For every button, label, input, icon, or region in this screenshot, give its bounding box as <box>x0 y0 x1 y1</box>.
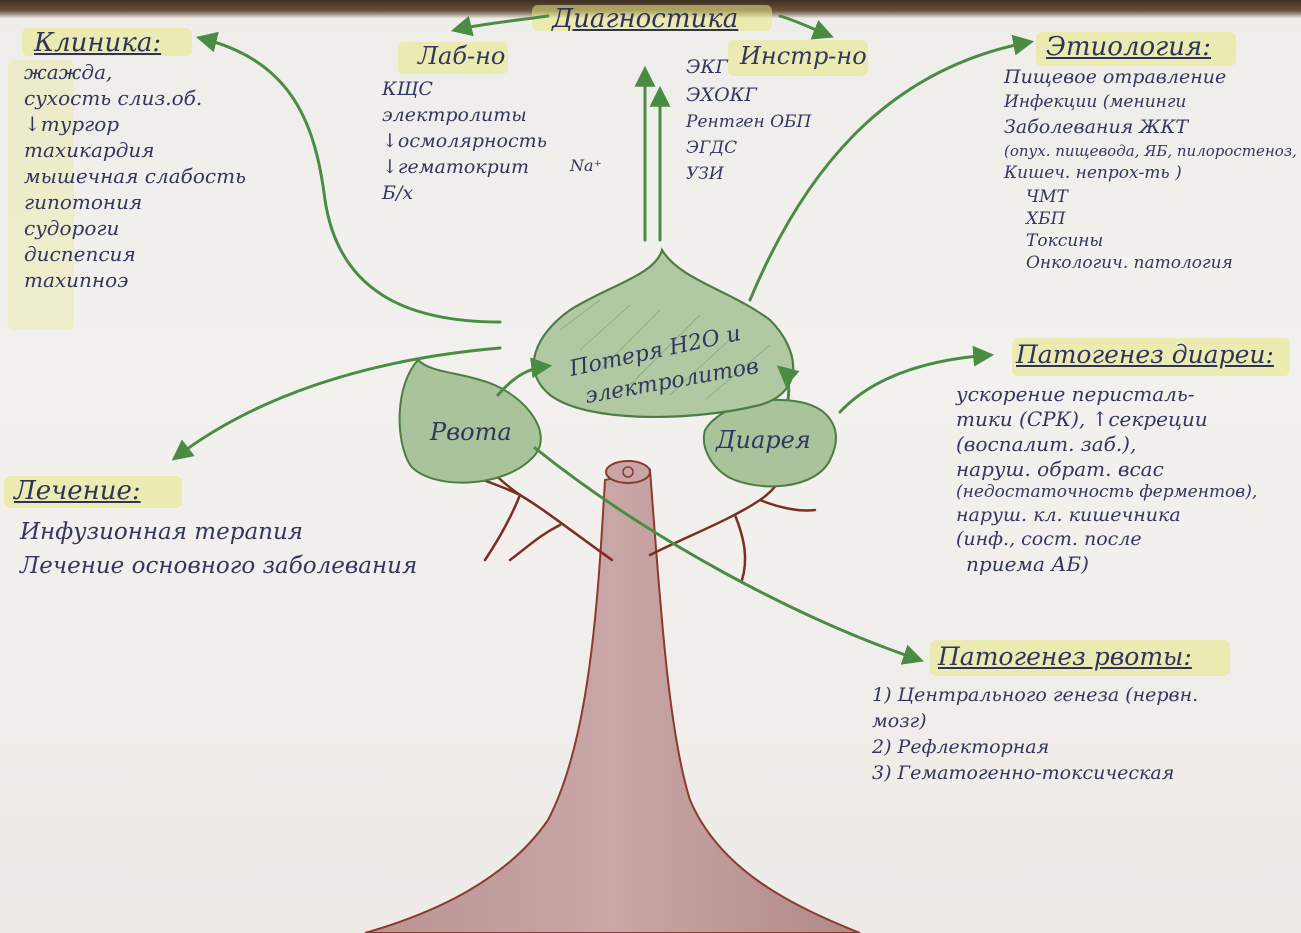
lab-item: Б/х <box>382 181 414 204</box>
diagnostics-highlight <box>532 5 772 31</box>
diarrhea-line: (воспалит. заб.), <box>956 432 1137 456</box>
instr-list: ЭКГ ЭХОКГ Рентген ОБП ЭГДС УЗИ <box>686 56 812 184</box>
clinic-item: судороги <box>24 216 120 240</box>
diarrhea-line: тики (СРК), ↑секреции <box>956 407 1208 431</box>
diagnostics-title: Диагностика <box>552 4 739 34</box>
arrow-vomiting-to-center <box>496 357 553 397</box>
arrow-to-vomiting-pathogenesis <box>533 446 924 665</box>
clinic-item: диспепсия <box>24 242 136 266</box>
clinic-title: Клиника: <box>34 28 162 58</box>
diarrhea-line: (инф., сост. после <box>956 527 1142 550</box>
etiology-item: Онкологич. патология <box>1026 252 1233 273</box>
vomiting-pathogenesis-title: Патогенез рвоты: <box>938 642 1192 671</box>
leaf-diarrhea-label: Диарея <box>716 426 811 454</box>
instr-item: ЭГДС <box>686 137 738 158</box>
arrow-to-treatment <box>171 346 502 461</box>
clinic-item: ↓тургор <box>24 112 120 136</box>
arrow-to-etiology <box>748 34 1035 302</box>
diarrhea-line: (недостаточность ферментов), <box>956 482 1258 502</box>
diarrhea-highlight <box>1012 338 1290 376</box>
clinic-item: тахипноэ <box>24 268 129 292</box>
treatment-line: Лечение основного заболевания <box>20 553 418 580</box>
etiology-item: ХБП <box>1026 209 1066 230</box>
lab-item: электролиты <box>382 103 527 126</box>
etiology-item: (опух. пищевода, ЯБ, пилоростеноз, БК <box>1004 141 1301 160</box>
lab-title: Лаб-но <box>418 42 506 70</box>
etiology-item: Кишеч. непрох-ть ) <box>1004 163 1182 184</box>
leaf-center <box>532 247 795 419</box>
clinic-item: тахикардия <box>24 138 155 162</box>
etiology-item: ЧМТ <box>1026 187 1068 208</box>
clinic-item: мышечная слабость <box>24 164 246 188</box>
tree-trunk <box>364 468 861 933</box>
etiology-list: Пищевое отравление Инфекции (менинги Заб… <box>1004 66 1301 273</box>
diarrhea-pathogenesis-title: Патогенез диареи: <box>1016 340 1274 369</box>
diarrhea-line: наруш. кл. кишечника <box>956 503 1181 526</box>
trunk-top <box>605 460 651 484</box>
diarrhea-line: наруш. обрат. всас <box>956 457 1164 481</box>
lab-highlight <box>398 42 508 74</box>
vomiting-highlight <box>930 640 1230 676</box>
clinic-list-highlight <box>8 60 74 330</box>
vomiting-pathogenesis-text: 1) Центрального генеза (нервн. мозг) 2) … <box>872 684 1199 784</box>
etiology-highlight <box>1036 32 1236 66</box>
instr-item: Рентген ОБП <box>686 111 812 132</box>
clinic-item: гипотония <box>24 190 143 214</box>
leaf-vomiting-label: Рвота <box>430 418 512 446</box>
arrow-diarrhea-to-center <box>776 365 800 402</box>
lab-item: КЩС <box>382 78 433 100</box>
etiology-item: Заболевания ЖКТ <box>1004 115 1189 138</box>
treatment-line: Инфузионная терапия <box>20 519 304 545</box>
treatment-text: Инфузионная терапия Лечение основного за… <box>20 520 417 578</box>
diarrhea-line: ускорение перисталь- <box>956 382 1195 406</box>
arrow-to-lab <box>450 14 550 37</box>
arrow-to-instr <box>778 14 834 40</box>
instr-item: ЭХОКГ <box>686 83 757 106</box>
arrow-to-diarrhea-pathogenesis <box>838 345 995 414</box>
lab-item: ↓гематокрит <box>382 155 530 178</box>
vomiting-line: мозг) <box>872 709 927 732</box>
instr-highlight <box>728 40 868 76</box>
lab-list: КЩС электролиты ↓осмолярность ↓гематокри… <box>382 78 547 204</box>
clinic-item: сухость слиз.об. <box>24 86 203 110</box>
diarrhea-pathogenesis-text: ускорение перисталь- тики (СРК), ↑секрец… <box>956 384 1257 575</box>
instr-item: ЭКГ <box>686 56 728 78</box>
na-label: Na⁺ <box>570 156 602 175</box>
instr-title: Инстр-но <box>740 42 867 70</box>
etiology-item: Пищевое отравление <box>1004 66 1227 88</box>
treatment-highlight <box>4 476 182 508</box>
clinic-highlight <box>22 28 192 56</box>
etiology-item: Токсины <box>1026 231 1104 251</box>
vomiting-line: 3) Гематогенно-токсическая <box>872 761 1175 784</box>
lab-item: ↓осмолярность <box>382 129 547 152</box>
vomiting-line: 2) Рефлекторная <box>872 735 1050 758</box>
arrow-to-clinic <box>195 31 502 324</box>
treatment-title: Лечение: <box>14 476 141 506</box>
diarrhea-line: приема АБ) <box>966 551 1089 576</box>
leaf-vomiting <box>398 358 542 484</box>
clinic-item: жажда, <box>24 60 113 84</box>
etiology-title: Этиология: <box>1046 32 1212 62</box>
vomiting-line: 1) Центрального генеза (нервн. <box>872 684 1199 706</box>
clinic-list: жажда, сухость слиз.об. ↓тургор тахикард… <box>24 62 246 291</box>
instr-item: УЗИ <box>686 163 724 184</box>
etiology-item: Инфекции (менинги <box>1004 91 1187 112</box>
